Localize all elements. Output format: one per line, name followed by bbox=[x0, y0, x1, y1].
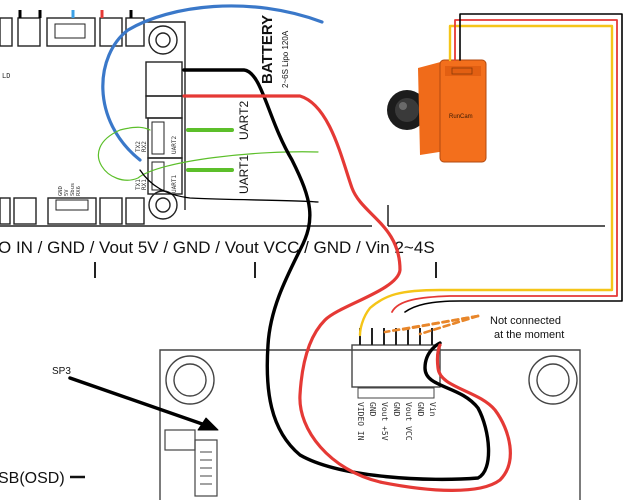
sp3-arrowhead bbox=[197, 417, 219, 431]
black-wire bbox=[182, 68, 491, 482]
green-thin-wire bbox=[97, 126, 319, 181]
camera-yellow-wire bbox=[358, 24, 614, 337]
uart1-pin-label: RX1 bbox=[141, 179, 148, 190]
fc-bottom-pin: 5V bbox=[64, 189, 70, 196]
vtx-pin-label: Vout +5V bbox=[380, 402, 389, 441]
battery-spec: 2~6S Lipo 120A bbox=[281, 30, 290, 88]
flight-controller-board: LD RX2 TX2 RX1 TX1 UART2 bbox=[0, 10, 186, 225]
uart1-pin-label: TX1 bbox=[135, 179, 142, 190]
not-connected-label-2: at the moment bbox=[494, 329, 564, 341]
vtx-pin-label: GND bbox=[392, 402, 401, 417]
uart2-pin-label: RX2 bbox=[141, 141, 148, 152]
voltage-strip-text: O IN / GND / Vout 5V / GND / Vout VCC / … bbox=[0, 238, 435, 257]
black-thin-wire bbox=[139, 169, 319, 203]
vtx-pin-label: Vout VCC bbox=[404, 402, 413, 441]
fpv-camera: RunCam bbox=[387, 0, 625, 205]
camera-black-wire bbox=[404, 13, 623, 313]
not-connected-dash bbox=[383, 314, 480, 334]
vtx-pin-label: GND bbox=[416, 402, 425, 417]
uart1-small-label: UART1 bbox=[171, 175, 178, 193]
red-wire bbox=[182, 94, 512, 492]
fc-bottom-pin: Sbus bbox=[70, 183, 76, 196]
vtx-pin-label: Vin bbox=[428, 402, 437, 417]
camera-brand: RunCam bbox=[449, 114, 473, 120]
battery-label: BATTERY bbox=[259, 15, 276, 84]
uart1-label: UART1 bbox=[237, 155, 251, 194]
sp3-label: SP3 bbox=[52, 366, 71, 377]
usb-osd-label: SB(OSD) bbox=[0, 470, 65, 487]
vtx-pin-label: GND bbox=[368, 402, 377, 417]
sp3-arrow bbox=[68, 376, 210, 428]
camera-red-wire bbox=[391, 19, 618, 313]
blue-wire bbox=[101, 4, 324, 162]
wires bbox=[68, 4, 623, 492]
not-connected-dash bbox=[418, 314, 480, 336]
uart2-small-label: UART2 bbox=[171, 136, 178, 154]
vtx-pin-label: VIDEO IN bbox=[356, 402, 365, 441]
uart2-pin-label: TX2 bbox=[135, 141, 142, 152]
fc-bottom-pin: GND bbox=[58, 186, 64, 196]
not-connected-label: Not connected bbox=[490, 315, 561, 327]
svg-text:LD: LD bbox=[2, 72, 10, 80]
uart2-label: UART2 bbox=[237, 101, 251, 140]
voltage-strip: O IN / GND / Vout 5V / GND / Vout VCC / … bbox=[0, 205, 605, 278]
fc-bottom-pin: RX6 bbox=[76, 186, 82, 196]
